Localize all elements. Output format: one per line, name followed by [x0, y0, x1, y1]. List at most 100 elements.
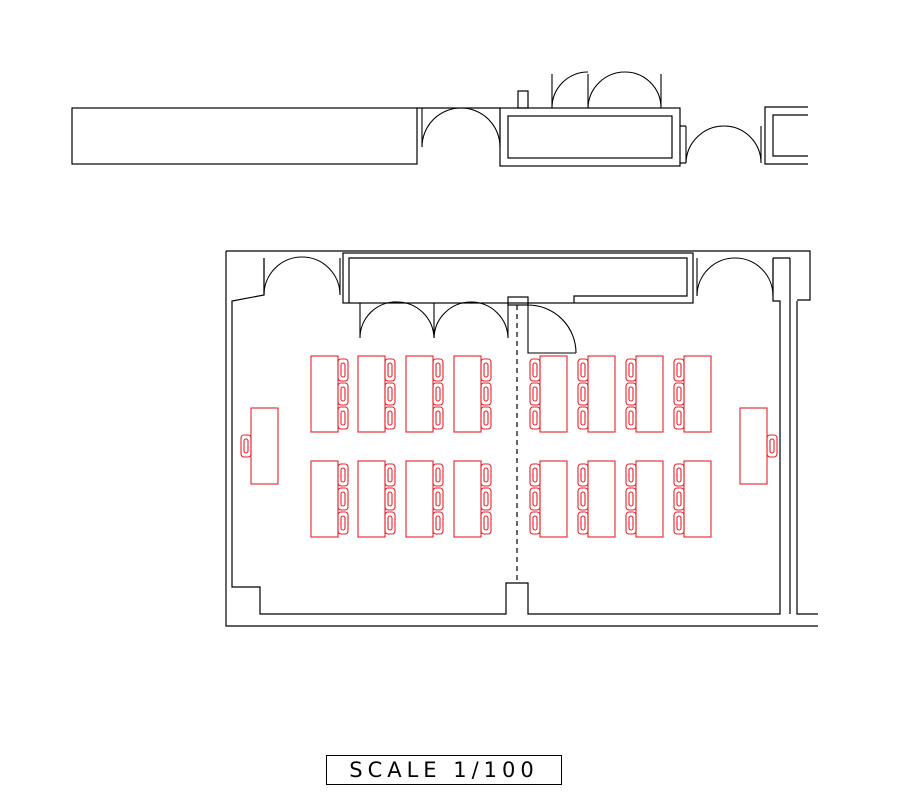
chair-seat	[435, 386, 441, 402]
chair-seat	[628, 386, 634, 402]
storage-room-wall	[71, 107, 418, 165]
chair-seat	[676, 410, 682, 426]
chair-seat	[532, 515, 538, 531]
chair-icon	[480, 358, 492, 382]
meeting-hall	[225, 250, 818, 627]
chair-icon	[337, 358, 349, 382]
desk-icon	[405, 460, 434, 538]
chair-seat	[340, 362, 346, 378]
bracket-wall	[764, 106, 808, 165]
chair-seat	[532, 362, 538, 378]
chair-seat	[676, 467, 682, 483]
chair-seat	[435, 467, 441, 483]
chair-icon	[240, 434, 252, 458]
right-column	[773, 257, 818, 615]
chair-seat	[628, 491, 634, 507]
chair-icon	[673, 487, 685, 511]
chair-seat	[532, 467, 538, 483]
desk-icon	[683, 355, 712, 433]
desk-icon	[587, 355, 616, 433]
chair-icon	[384, 406, 396, 430]
chair-icon	[384, 358, 396, 382]
chair-seat	[628, 515, 634, 531]
chair-icon	[673, 358, 685, 382]
chair-icon	[577, 487, 589, 511]
outer-wall	[225, 251, 818, 627]
partition-post	[507, 296, 529, 306]
column	[517, 90, 529, 109]
chair-seat	[483, 362, 489, 378]
desk-icon	[539, 355, 568, 433]
chair-icon	[529, 382, 541, 406]
chair-icon	[625, 511, 637, 535]
chair-icon	[432, 406, 444, 430]
room-inner-wall	[507, 115, 673, 159]
chair-icon	[529, 358, 541, 382]
desk-icon	[357, 355, 386, 433]
chair-seat	[435, 491, 441, 507]
chair-icon	[577, 463, 589, 487]
chair-seat	[387, 515, 393, 531]
chair-icon	[480, 487, 492, 511]
chair-seat	[580, 467, 586, 483]
desk-icon	[453, 460, 482, 538]
chair-icon	[673, 463, 685, 487]
furniture-layout	[240, 355, 778, 538]
chair-icon	[432, 382, 444, 406]
chair-icon	[384, 382, 396, 406]
room-outer-wall	[499, 107, 681, 167]
chair-seat	[676, 491, 682, 507]
chair-seat	[340, 410, 346, 426]
chair-seat	[387, 467, 393, 483]
chair-icon	[529, 406, 541, 430]
chair-seat	[340, 386, 346, 402]
double-door-icon	[433, 301, 509, 339]
chair-icon	[577, 511, 589, 535]
chair-seat	[580, 362, 586, 378]
chair-icon	[529, 487, 541, 511]
chair-seat	[243, 438, 249, 454]
chair-icon	[337, 382, 349, 406]
desk-icon	[635, 460, 664, 538]
door-swing-icon	[396, 301, 435, 339]
chair-icon	[673, 511, 685, 535]
chair-seat	[676, 515, 682, 531]
chair-icon	[337, 406, 349, 430]
chair-icon	[625, 382, 637, 406]
chair-icon	[577, 382, 589, 406]
desk-icon	[635, 355, 664, 433]
chair-icon	[577, 406, 589, 430]
chair-icon	[384, 487, 396, 511]
chair-seat	[340, 515, 346, 531]
chair-seat	[628, 410, 634, 426]
desk-icon	[587, 460, 616, 538]
chair-icon	[432, 511, 444, 535]
chair-icon	[480, 511, 492, 535]
desk-icon	[357, 460, 386, 538]
desk-icon	[310, 460, 339, 538]
chair-seat	[340, 467, 346, 483]
desk-icon	[405, 355, 434, 433]
chair-icon	[432, 358, 444, 382]
desk-icon	[453, 355, 482, 433]
double-door-icon	[263, 256, 341, 296]
chair-icon	[673, 382, 685, 406]
chair-icon	[337, 511, 349, 535]
chair-icon	[529, 463, 541, 487]
chair-icon	[625, 406, 637, 430]
chair-seat	[769, 438, 775, 454]
chair-icon	[337, 463, 349, 487]
chair-seat	[483, 515, 489, 531]
chair-seat	[580, 386, 586, 402]
chair-icon	[384, 511, 396, 535]
inner-wall	[231, 258, 781, 615]
chair-icon	[766, 434, 778, 458]
chair-icon	[625, 487, 637, 511]
door-swing-icon	[359, 301, 398, 339]
chair-icon	[337, 487, 349, 511]
chair-seat	[435, 515, 441, 531]
chair-seat	[532, 386, 538, 402]
chair-icon	[480, 406, 492, 430]
scale-label: SCALE 1/100	[326, 755, 562, 785]
